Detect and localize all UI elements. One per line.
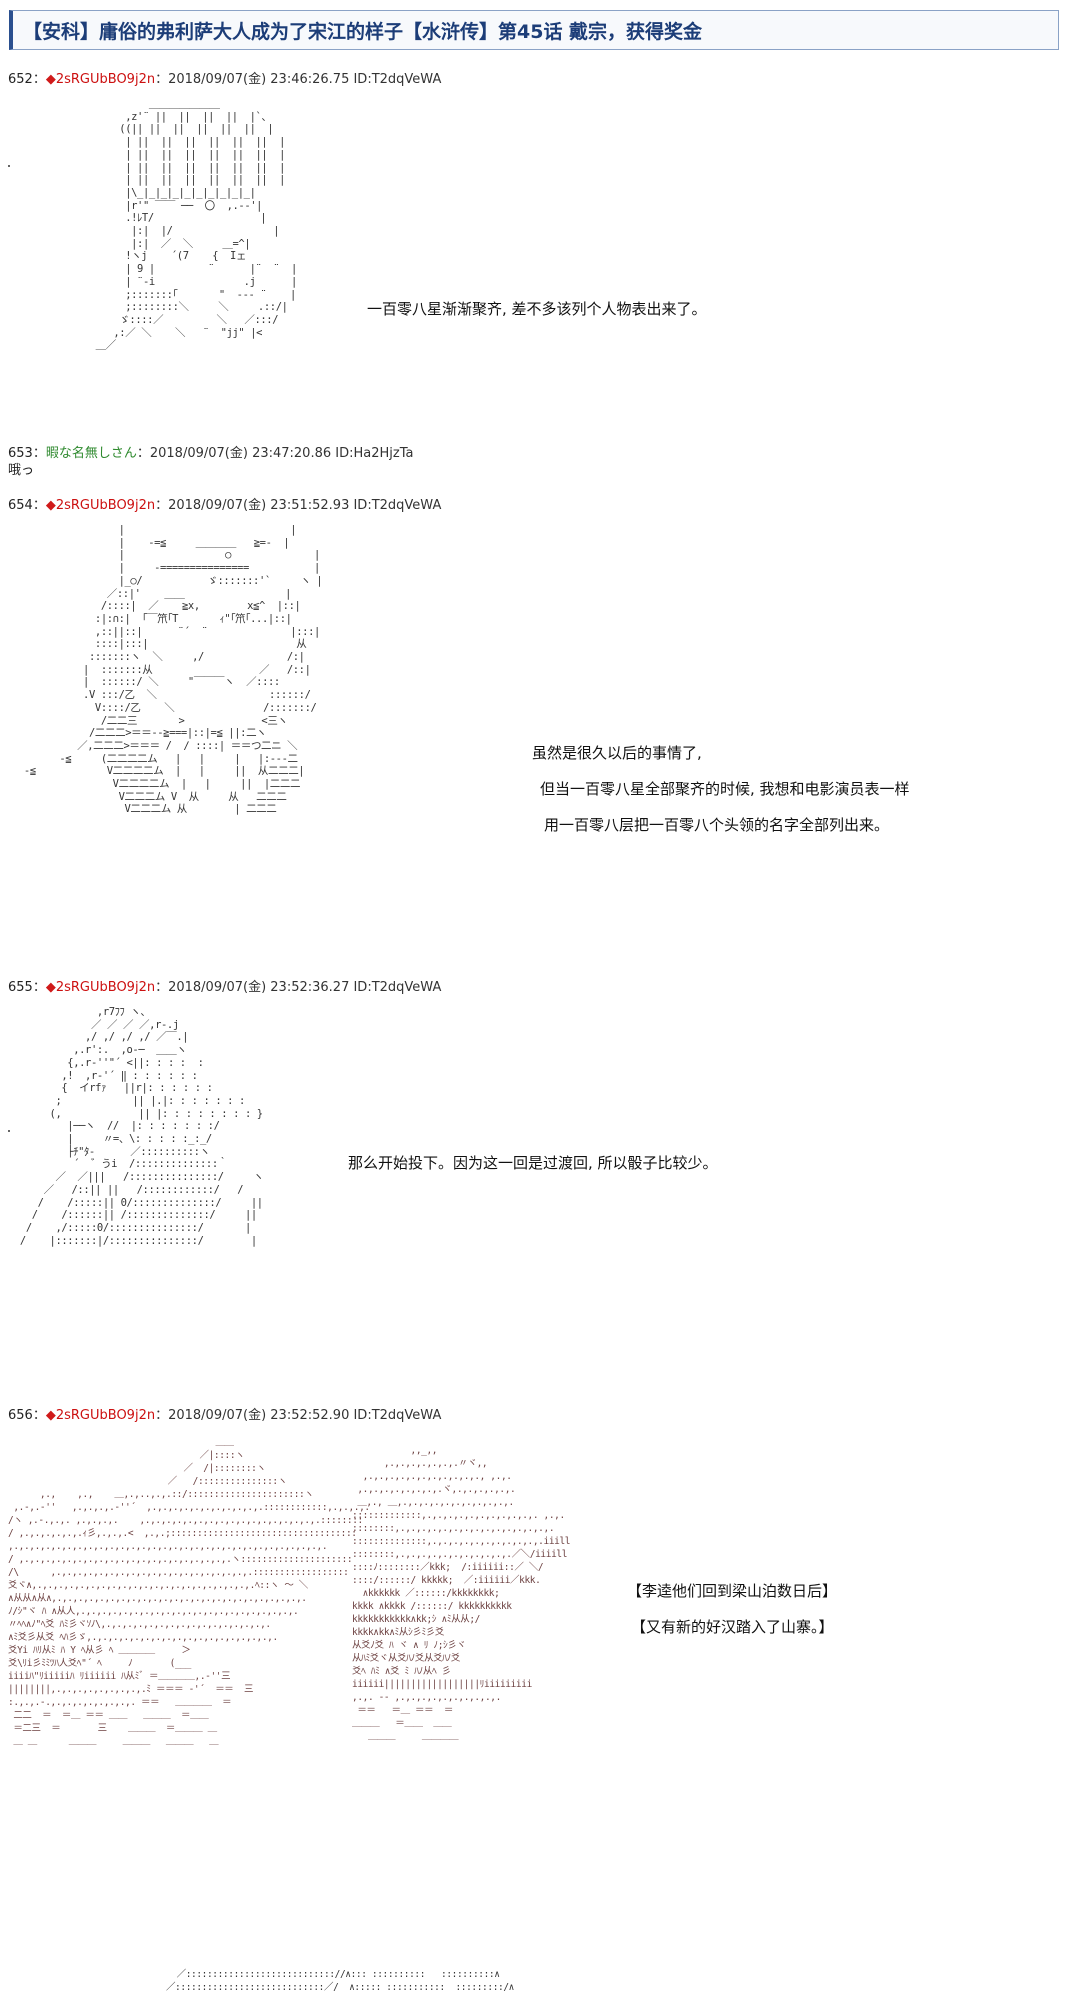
poster-name: 暇な名無しさん xyxy=(45,446,137,461)
trip-marker-icon: ◆ xyxy=(45,498,56,513)
post-datetime: ：2018/09/07(金) 23:51:52.93 ID:T2dqVeWA xyxy=(155,498,442,513)
post-number[interactable]: 652 xyxy=(8,72,33,87)
post-number[interactable]: 654 xyxy=(8,498,33,513)
trip-marker-icon: ◆ xyxy=(45,1408,56,1423)
caption: 一百零八星渐渐聚齐, 差不多该列个人物表出来了。 xyxy=(367,300,707,318)
post-header: 655：◆2sRGUbBO9j2n：2018/09/07(金) 23:52:36… xyxy=(8,980,442,995)
caption: 那么开始投下。因为这一回是过渡回, 所以骰子比较少。 xyxy=(348,1154,718,1172)
post-header: 653：暇な名無しさん：2018/09/07(金) 23:47:20.86 ID… xyxy=(8,446,414,461)
ascii-art: ,r7ﾌﾌ ヽ、 ／ ／ ／ ／,r‐.j ,/ ,/ ,/ ,/ ／￣.| ,… xyxy=(19,1006,264,1247)
ascii-art: ,,_,, ,.,.,.,.,.,.,.〃ヾ,, ,.,.,.,.,.,.,.,… xyxy=(352,1445,571,1742)
post-datetime: ：2018/09/07(金) 23:46:26.75 ID:T2dqVeWA xyxy=(155,72,442,87)
poster-name: 2sRGUbBO9j2n xyxy=(55,498,156,513)
post-number[interactable]: 655 xyxy=(8,980,33,995)
post-header: 652：◆2sRGUbBO9j2n：2018/09/07(金) 23:46:26… xyxy=(8,72,442,87)
post-header: 654：◆2sRGUbBO9j2n：2018/09/07(金) 23:51:52… xyxy=(8,498,442,513)
post-datetime: ：2018/09/07(金) 23:47:20.86 ID:Ha2HjzTa xyxy=(136,446,414,461)
post-header: 656：◆2sRGUbBO9j2n：2018/09/07(金) 23:52:52… xyxy=(8,1408,442,1423)
post-number[interactable]: 656 xyxy=(8,1408,33,1423)
trip-marker-icon: ◆ xyxy=(45,980,56,995)
divider xyxy=(8,1130,10,1132)
caption: 【又有新的好汉踏入了山寨。】 xyxy=(631,1618,834,1636)
poster-name: 2sRGUbBO9j2n xyxy=(55,72,156,87)
ascii-art: ＿＿ ／|::::ヽ ／ /|::::::::ヽ ／ /::::::::::::… xyxy=(8,1437,370,1747)
poster-name: 2sRGUbBO9j2n xyxy=(55,980,156,995)
post-body: 哦っ xyxy=(8,463,35,478)
ascii-art: | | | -=≦ ＿＿＿＿ ≧=- | | ○ | | -==========… xyxy=(23,524,323,816)
trip-marker-icon: ◆ xyxy=(45,72,56,87)
post-number[interactable]: 653 xyxy=(8,446,33,461)
caption: 但当一百零八星全部聚齐的时候, 我想和电影演员表一样 xyxy=(540,780,910,798)
caption: 【李逵他们回到梁山泊数日后】 xyxy=(627,1582,838,1600)
caption: 用一百零八层把一百零八个头领的名字全部列出来。 xyxy=(544,816,890,834)
post-datetime: ：2018/09/07(金) 23:52:36.27 ID:T2dqVeWA xyxy=(155,980,442,995)
caption: 虽然是很久以后的事情了, xyxy=(532,744,702,762)
ascii-art: ／:::::::::::::::::::::::::::://∧::: ::::… xyxy=(165,1969,514,1993)
poster-name: 2sRGUbBO9j2n xyxy=(55,1408,156,1423)
thread-title: 【安科】庸俗的弗利萨大人成为了宋江的样子【水浒传】第45话 戴宗，获得奖金 xyxy=(9,10,1059,50)
post-datetime: ：2018/09/07(金) 23:52:52.90 ID:T2dqVeWA xyxy=(155,1408,442,1423)
divider xyxy=(8,165,10,167)
ascii-art: ＿＿＿＿＿＿＿ ,z'¨ || || || || |`、 ((|| || || … xyxy=(95,98,298,352)
